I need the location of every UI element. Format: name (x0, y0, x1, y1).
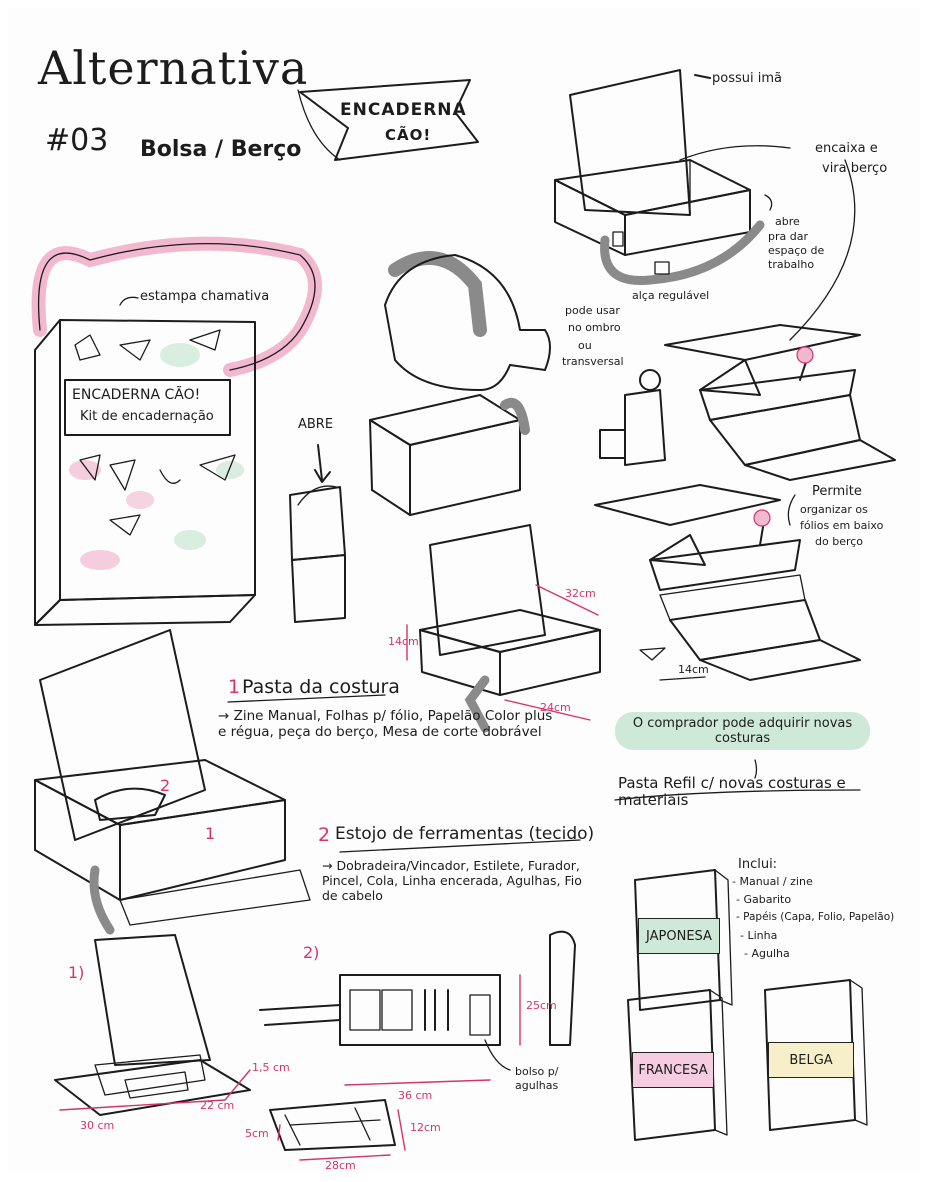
dim-25cm: 25cm (526, 1000, 557, 1012)
arrow-possui-ima (695, 75, 710, 78)
label-permite-2: organizar os (800, 504, 868, 516)
dim-12cm: 12cm (410, 1122, 441, 1134)
arrow-encaixa (680, 146, 790, 160)
label-pode-usar-1: pode usar (565, 305, 620, 317)
label-pode-usar-4: transversal (562, 356, 624, 368)
refill-title: Pasta Refil c/ novas costuras e materiai… (618, 775, 868, 810)
section1-marker-1: 1 (205, 826, 215, 843)
label-abre: ABRE (298, 418, 333, 432)
dim-30cm: 30 cm (80, 1120, 114, 1132)
cutting-mat (270, 1100, 405, 1160)
section1-heading: Pasta da costura (242, 678, 400, 698)
label-encaixa: encaixa e (815, 142, 878, 156)
arrow-estampa (120, 297, 138, 305)
dim-5cm: 5cm (245, 1128, 269, 1140)
dim-14cm-thickness: 14cm (678, 664, 709, 676)
section2-number: 2 (318, 826, 330, 846)
refill-item: - Linha (740, 930, 777, 942)
label-abre-3: espaço de (768, 245, 824, 257)
page-subtitle: Bolsa / Berço (140, 138, 301, 161)
refill-item: - Gabarito (736, 894, 791, 906)
marker-1: 1) (68, 965, 84, 982)
arrow-abre (765, 195, 772, 210)
section1-contents: → Zine Manual, Folhas p/ fólio, Papelão … (218, 708, 558, 740)
dim-22cm: 22 cm (200, 1100, 234, 1112)
arrow-permite (788, 495, 795, 525)
small-person (600, 370, 665, 465)
label-possui-ima: possui imã (712, 72, 782, 86)
banner-subtitle: CÃO! (385, 128, 431, 144)
dim-14cm-height: 14cm (388, 636, 419, 648)
section2-contents: → Dobradeira/Vincador, Estilete, Furador… (322, 858, 584, 903)
bag-print-subtitle: Kit de encadernação (80, 410, 214, 424)
open-box-cradle-1 (665, 325, 895, 480)
label-alca: alça regulável (632, 290, 709, 302)
label-permite-1: Permite (812, 485, 862, 499)
small-open-box (290, 486, 345, 622)
page-title: Alternativa (38, 44, 308, 92)
dim-32cm: 32cm (565, 588, 596, 600)
dim-28cm: 28cm (325, 1160, 356, 1172)
marker-2: 2) (303, 945, 319, 962)
magnetic-box-top (555, 70, 760, 281)
bag-print-title: ENCADERNA CÃO! (72, 388, 200, 403)
alternative-number: #03 (45, 125, 108, 157)
refill-item: - Agulha (744, 948, 790, 960)
refill-item: - Manual / zine (732, 876, 813, 888)
open-folder (55, 935, 250, 1115)
label-bolso-1: bolso p/ (515, 1066, 558, 1078)
label-estampa: estampa chamativa (140, 290, 269, 304)
refill-bubble: O comprador pode adquirir novas costuras (615, 712, 870, 750)
label-abre-4: trabalho (768, 259, 814, 271)
book-label-japonesa: JAPONESA (638, 918, 720, 954)
big-open-box (35, 630, 310, 930)
banner-flag (298, 80, 478, 160)
person-bag (370, 255, 550, 515)
label-abre-2: pra dar (768, 231, 808, 243)
label-pode-usar-3: ou (578, 340, 592, 352)
section1-number: 1 (228, 678, 240, 698)
label-abre-1: abre (775, 216, 800, 228)
dim-36cm: 36 cm (398, 1090, 432, 1102)
refill-item: - Papéis (Capa, Folio, Papelão) (736, 912, 894, 923)
label-permite-4: do berço (815, 536, 863, 548)
refill-inclui: Inclui: (738, 858, 777, 872)
label-bolso-2: agulhas (515, 1080, 558, 1092)
section2-heading: Estojo de ferramentas (tecido) (335, 826, 594, 844)
book-label-belga: BELGA (768, 1042, 854, 1078)
dim-1-5cm: 1,5 cm (252, 1062, 290, 1074)
box-dimensions (407, 525, 705, 728)
label-pode-usar-2: no ombro (568, 322, 621, 334)
section1-marker-2: 2 (160, 778, 170, 795)
banner-title: ENCADERNA (340, 102, 467, 120)
label-permite-3: fólios em baixo (800, 520, 883, 532)
label-vira-berco: vira berço (822, 162, 887, 176)
book-label-francesa: FRANCESA (632, 1052, 714, 1088)
